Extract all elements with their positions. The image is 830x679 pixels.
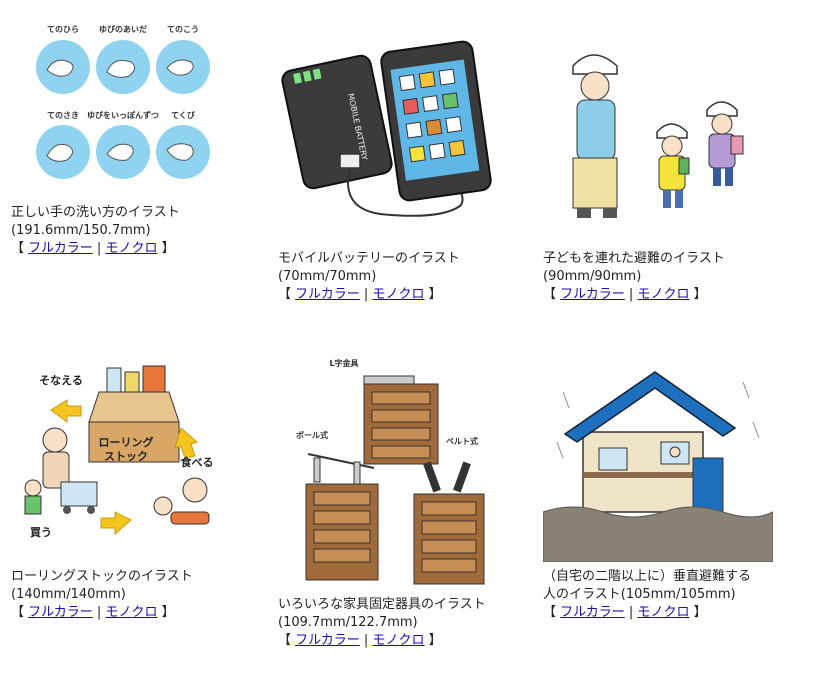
- illustration-item-handwashing: てのひら ゆびのあいだ てのこう てのさき ゆびをいっぽんずつ てくび: [11, 20, 271, 258]
- rolling-stock-illustration[interactable]: そなえる ローリング ストック 食べる 買う: [11, 348, 241, 568]
- child-figure-2: [706, 101, 744, 186]
- bracket-open: 【: [543, 287, 557, 302]
- evacuation-children-illustration[interactable]: [543, 36, 783, 246]
- furniture-fixtures-illustration[interactable]: L字金具 ポール式 ベルト式: [278, 354, 518, 594]
- bracket-close: 】: [428, 287, 442, 302]
- item-size: (140mm/140mm): [11, 587, 126, 602]
- svg-text:ゆびのあいだ: ゆびのあいだ: [99, 24, 147, 34]
- bracket-open: 【: [278, 287, 292, 302]
- bracket-open: 【: [543, 605, 557, 620]
- illustration-item-rolling-stock: そなえる ローリング ストック 食べる 買う ロ: [11, 348, 271, 622]
- house-icon: [563, 371, 737, 519]
- label-stock: そなえる: [39, 374, 83, 387]
- bracket-close: 】: [161, 241, 175, 256]
- bracket-open: 【: [278, 633, 292, 648]
- item-title: 子どもを連れた避難のイラスト: [543, 251, 725, 266]
- full-color-link[interactable]: フルカラー: [560, 605, 625, 620]
- monochrome-link[interactable]: モノクロ: [637, 605, 690, 620]
- bracket-close: 】: [693, 605, 707, 620]
- illustration-item-vertical-evacuation: （自宅の二階以上に）垂直避難する 人のイラスト(105mm/105mm) 【 フ…: [543, 362, 803, 622]
- bracket-close: 】: [161, 605, 175, 620]
- full-color-link[interactable]: フルカラー: [295, 287, 360, 302]
- shopper-figure: [24, 427, 98, 515]
- flood-water: [543, 506, 773, 562]
- handwashing-illustration[interactable]: てのひら ゆびのあいだ てのこう てのさき ゆびをいっぽんずつ てくび: [11, 20, 231, 200]
- bracket-open: 【: [11, 605, 25, 620]
- hand-step-fingertips: てのさき: [36, 111, 90, 179]
- hand-step-between-fingers: ゆびのあいだ: [96, 24, 150, 94]
- mobile-battery-illustration[interactable]: MOBILE BATTERY: [278, 36, 498, 246]
- hand-step-each-finger: ゆびをいっぽんずつ: [87, 110, 159, 179]
- link-separator: |: [628, 287, 634, 302]
- vertical-evacuation-illustration[interactable]: [543, 362, 773, 562]
- label-l-bracket: L字金具: [329, 358, 358, 368]
- monochrome-link[interactable]: モノクロ: [372, 633, 425, 648]
- rain-lines: [556, 381, 760, 459]
- label-eat: 食べる: [181, 455, 214, 469]
- battery-icon: MOBILE BATTERY: [281, 54, 393, 190]
- monochrome-link[interactable]: モノクロ: [372, 287, 425, 302]
- bracket-close: 】: [693, 287, 707, 302]
- eating-figures: [153, 477, 210, 525]
- dresser-l-bracket: [363, 375, 439, 465]
- link-separator: |: [363, 287, 369, 302]
- link-separator: |: [96, 605, 102, 620]
- smartphone-icon: [380, 40, 492, 202]
- monochrome-link[interactable]: モノクロ: [637, 287, 690, 302]
- dresser-pole: [305, 453, 379, 581]
- label-belt: ベルト式: [446, 436, 478, 446]
- item-size: (70mm/70mm): [278, 269, 377, 284]
- item-title: （自宅の二階以上に）垂直避難する: [543, 569, 752, 584]
- illustration-item-furniture-fixtures: L字金具 ポール式 ベルト式: [278, 354, 538, 650]
- label-stock-word: ストック: [104, 450, 148, 463]
- arrow-icon: [174, 427, 198, 459]
- label-pole: ポール式: [296, 430, 328, 440]
- dresser-belt: [413, 461, 485, 585]
- supply-box-icon: [88, 365, 180, 463]
- item-size: (90mm/90mm): [543, 269, 642, 284]
- label-rolling: ローリング: [99, 435, 154, 449]
- full-color-link[interactable]: フルカラー: [28, 605, 93, 620]
- monochrome-link[interactable]: モノクロ: [105, 605, 158, 620]
- item-size: (191.6mm/150.7mm): [11, 223, 151, 238]
- link-separator: |: [363, 633, 369, 648]
- full-color-link[interactable]: フルカラー: [295, 633, 360, 648]
- svg-text:てくび: てくび: [171, 110, 195, 120]
- item-size: (109.7mm/122.7mm): [278, 615, 418, 630]
- link-separator: |: [628, 605, 634, 620]
- hand-step-wrist: てくび: [156, 110, 210, 179]
- child-figure-1: [656, 123, 690, 208]
- hand-step-palm: てのひら: [36, 25, 90, 94]
- svg-text:ゆびをいっぽんずつ: ゆびをいっぽんずつ: [87, 110, 159, 120]
- svg-text:てのひら: てのひら: [47, 25, 79, 34]
- cable-icon: [339, 153, 464, 217]
- hand-step-back: てのこう: [156, 25, 210, 94]
- item-size: 人のイラスト(105mm/105mm): [543, 587, 736, 602]
- bracket-open: 【: [11, 241, 25, 256]
- full-color-link[interactable]: フルカラー: [28, 241, 93, 256]
- svg-text:てのこう: てのこう: [167, 25, 199, 34]
- illustration-item-evacuation-children: 子どもを連れた避難のイラスト (90mm/90mm) 【 フルカラー | モノク…: [543, 36, 803, 304]
- item-title: 正しい手の洗い方のイラスト: [11, 205, 180, 220]
- item-title: いろいろな家具固定器具のイラスト: [278, 597, 486, 612]
- arrow-icon: [50, 399, 82, 423]
- arrow-icon: [100, 511, 132, 536]
- label-buy: 買う: [30, 526, 52, 539]
- bracket-close: 】: [428, 633, 442, 648]
- item-title: ローリングストックのイラスト: [11, 569, 193, 584]
- monochrome-link[interactable]: モノクロ: [105, 241, 158, 256]
- item-title: モバイルバッテリーのイラスト: [278, 251, 460, 266]
- svg-text:てのさき: てのさき: [47, 111, 79, 120]
- illustration-item-mobile-battery: MOBILE BATTERY: [278, 36, 538, 304]
- adult-figure: [572, 54, 618, 218]
- full-color-link[interactable]: フルカラー: [560, 287, 625, 302]
- link-separator: |: [96, 241, 102, 256]
